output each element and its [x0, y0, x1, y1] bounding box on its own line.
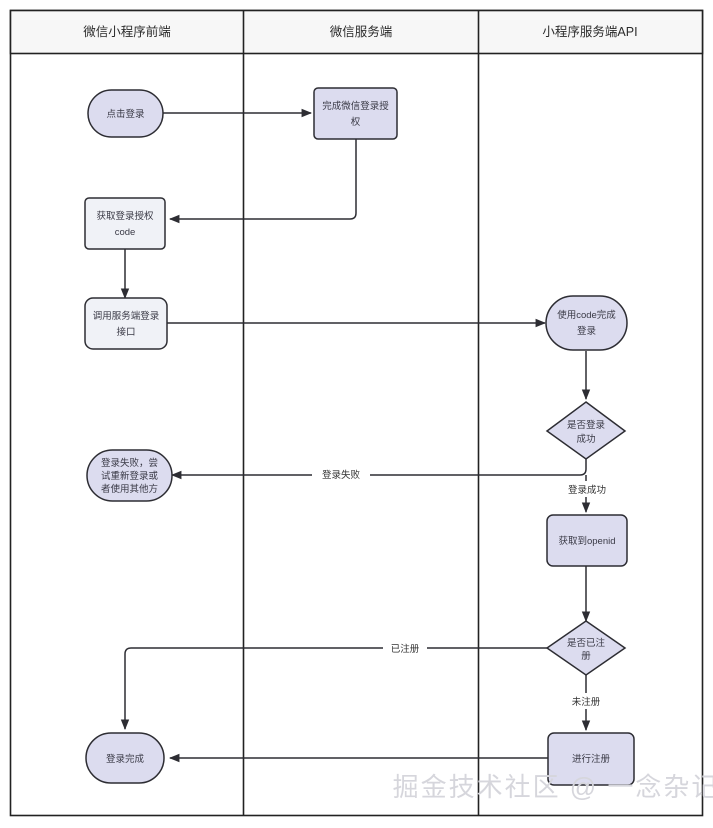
node-do-register[interactable]: 进行注册 — [547, 732, 635, 786]
lane-header-api: 小程序服务端API — [542, 24, 637, 39]
node-login-with-code-label-line2: 登录 — [577, 326, 597, 337]
node-got-openid[interactable]: 获取到openid — [546, 514, 628, 567]
node-registered-decision-label-line2: 册 — [581, 651, 591, 662]
node-login-success-decision-label-line1: 是否登录 — [567, 420, 606, 431]
lane-header-band — [9, 9, 704, 55]
node-registered-decision[interactable]: 是否已注 册 — [545, 620, 627, 676]
edge-label-bg-registered — [383, 640, 427, 656]
edge-registered-yes — [120, 647, 548, 731]
edge-label-login-failed: 登录失败 — [322, 469, 361, 481]
edge-decision-fail — [170, 459, 587, 480]
node-get-code[interactable]: 获取登录授权 code — [84, 197, 166, 250]
node-login-with-code[interactable]: 使用code完成 登录 — [545, 295, 628, 351]
node-login-complete-label: 登录完成 — [106, 753, 145, 765]
node-login-failed-label-line2: 试重新登录或 — [101, 470, 159, 482]
node-login-complete[interactable]: 登录完成 — [85, 732, 165, 784]
node-got-openid-label: 获取到openid — [558, 535, 615, 547]
node-login-success-decision[interactable]: 是否登录 成功 — [545, 401, 627, 460]
node-login-failed-label-line1: 登录失败，尝 — [101, 457, 158, 469]
node-login-failed[interactable]: 登录失败，尝 试重新登录或 者使用其他方 — [86, 449, 173, 502]
edge-label-bg-login-failed — [312, 466, 370, 482]
edge-label-not-registered: 未注册 — [572, 696, 601, 708]
lane-header-frontend: 微信小程序前端 — [83, 24, 171, 39]
edge-label-login-success: 登录成功 — [568, 484, 606, 496]
edge-label-bg-not-registered — [564, 693, 608, 709]
node-login-failed-label-line3: 者使用其他方 — [101, 483, 158, 495]
lane-header-wx-server: 微信服务端 — [330, 24, 393, 39]
node-click-login[interactable]: 点击登录 — [87, 89, 164, 138]
node-call-login-api[interactable]: 调用服务端登录 接口 — [84, 297, 168, 350]
node-login-success-decision-label-line2: 成功 — [576, 433, 595, 445]
node-wx-auth[interactable]: 完成微信登录授 权 — [313, 87, 398, 140]
node-do-register-label: 进行注册 — [572, 753, 611, 765]
node-call-login-api-label-line1: 调用服务端登录 — [93, 310, 160, 322]
node-call-login-api-label-line2: 接口 — [116, 326, 135, 338]
edge-label-registered: 已注册 — [391, 643, 420, 655]
node-login-with-code-label-line1: 使用code完成 — [557, 309, 616, 321]
node-click-login-label: 点击登录 — [106, 108, 145, 120]
edge-auth-to-code — [168, 139, 357, 224]
node-registered-decision-label-line1: 是否已注 — [567, 637, 606, 649]
node-wx-auth-label-line2: 权 — [351, 116, 361, 128]
node-get-code-label-line1: 获取登录授权 — [96, 210, 154, 222]
watermark: 掘金技术社区 @ 一念杂记 — [393, 772, 713, 802]
node-wx-auth-label-line1: 完成微信登录授 — [322, 100, 389, 112]
edge-label-bg-login-success — [560, 481, 614, 497]
node-get-code-label-line2: code — [115, 227, 136, 238]
